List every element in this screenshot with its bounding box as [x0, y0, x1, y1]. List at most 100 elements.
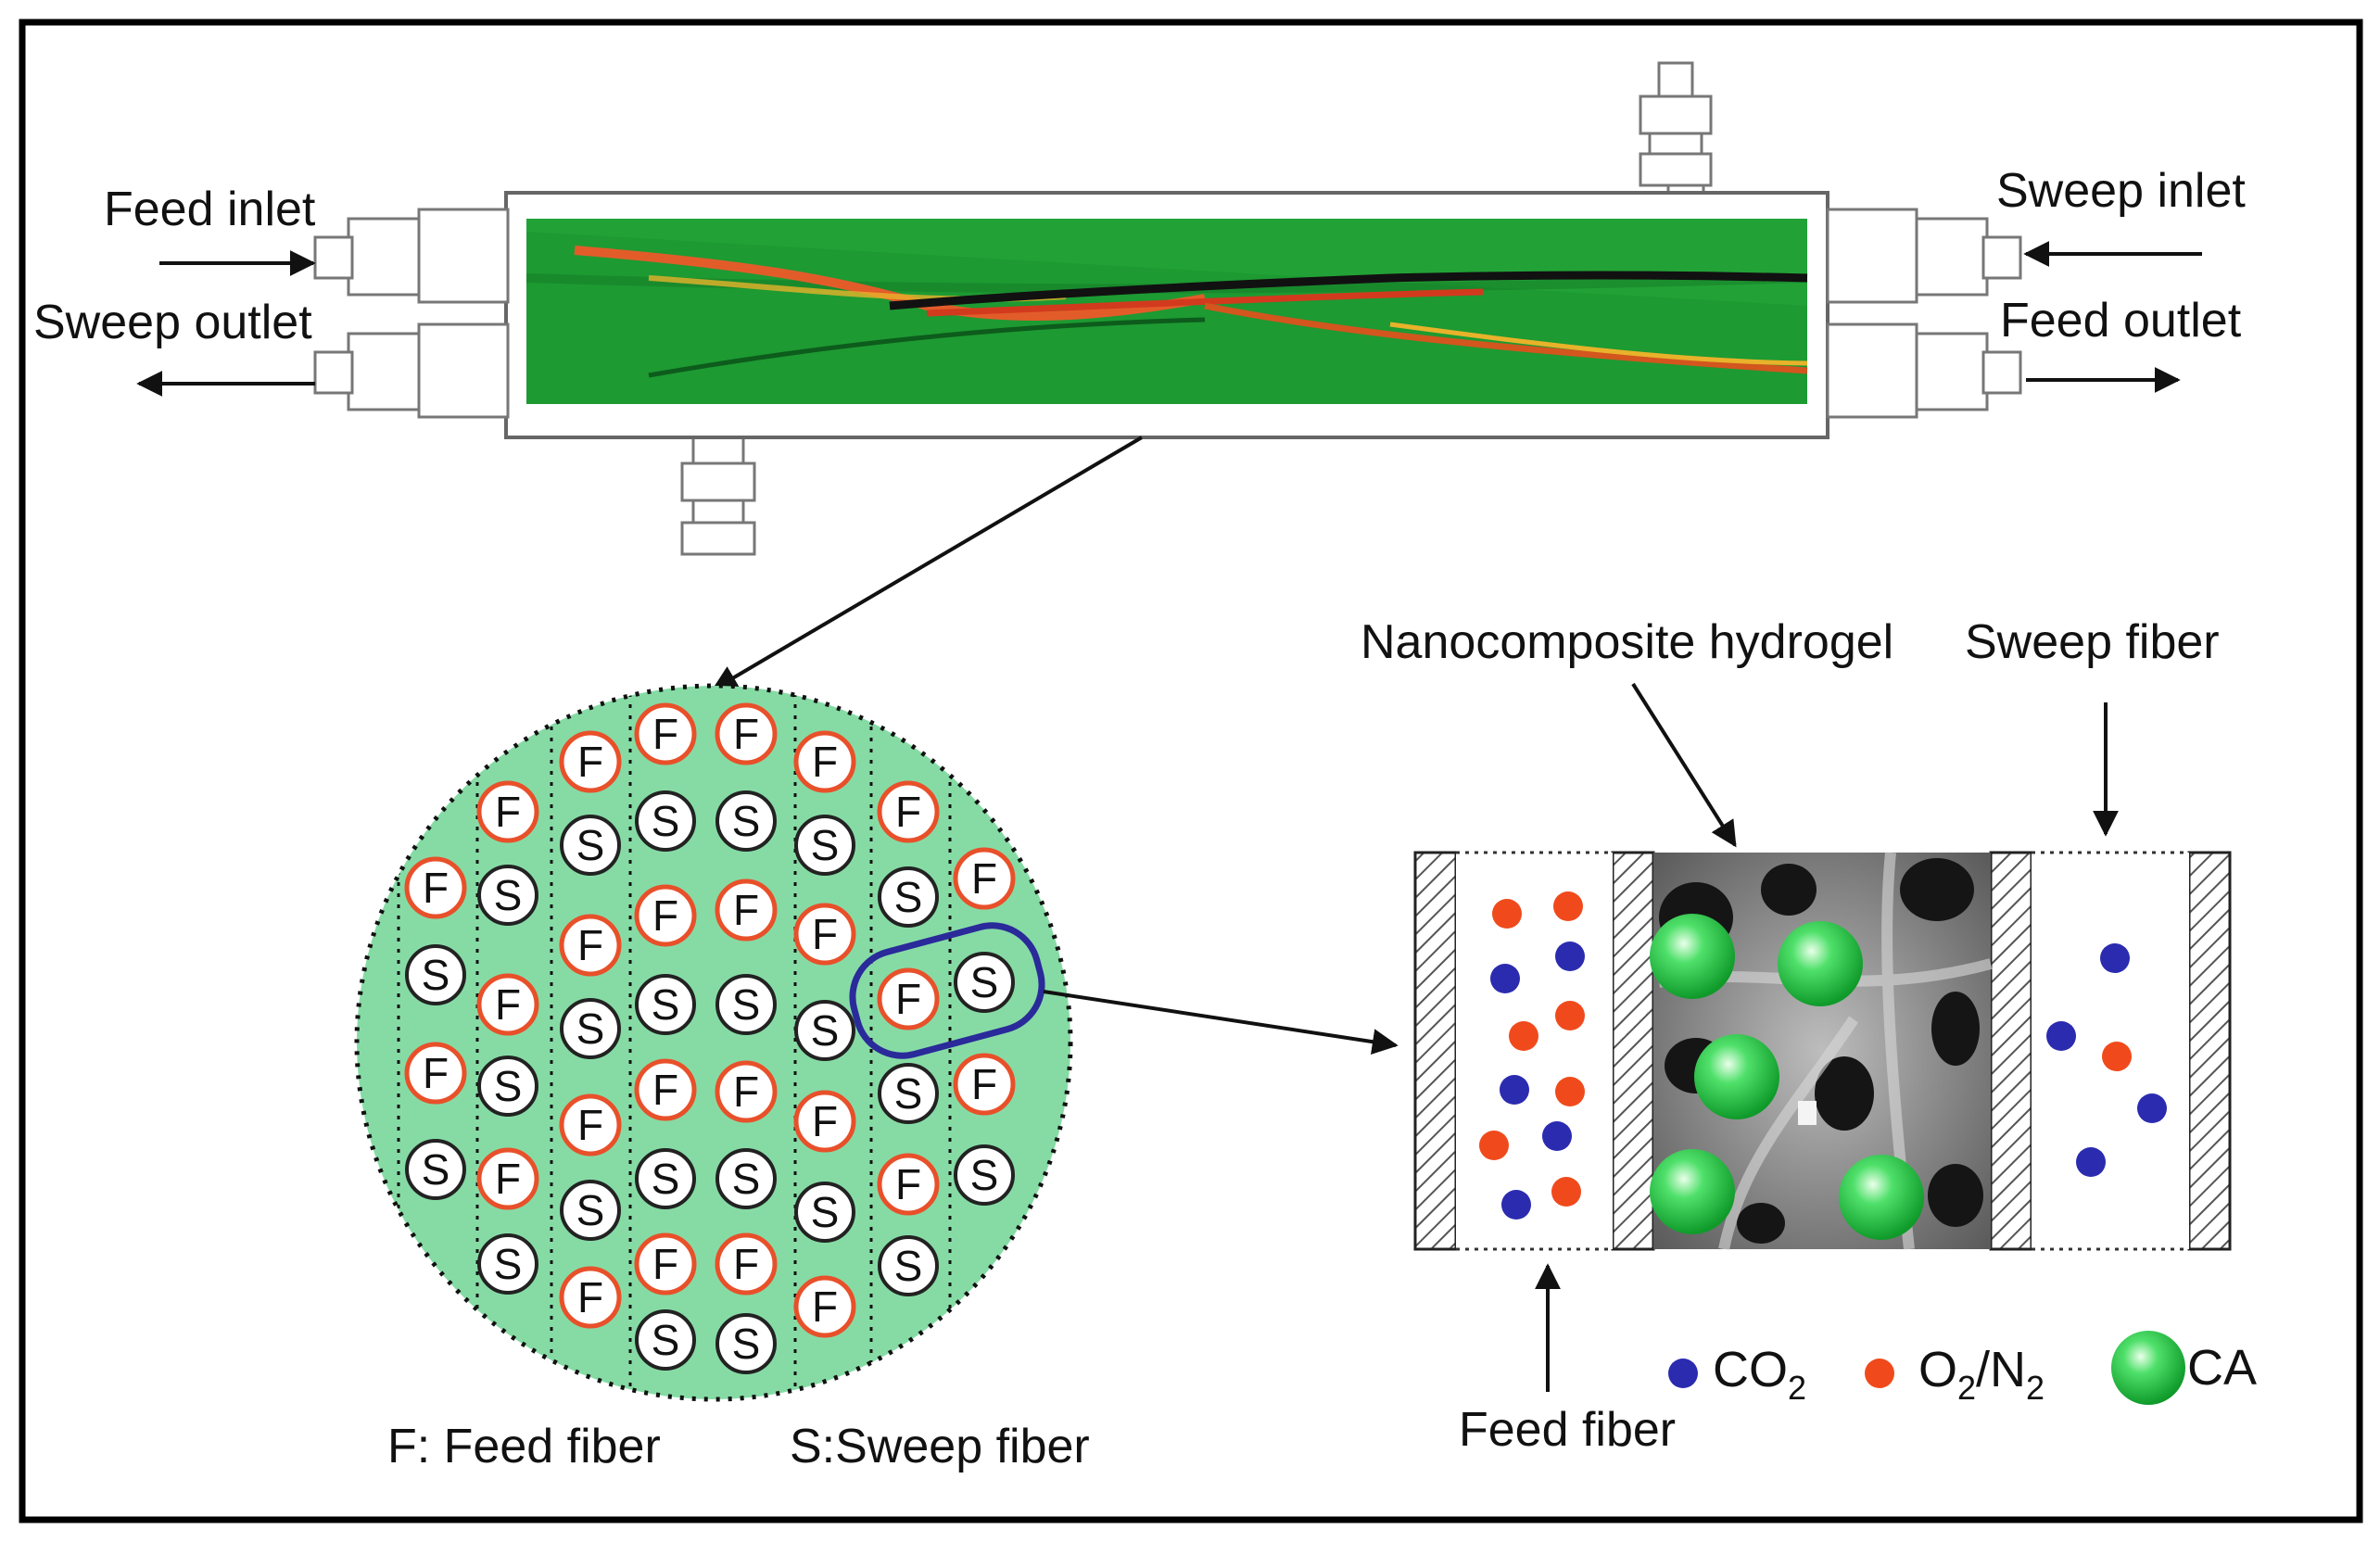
fiber-circle: [560, 998, 621, 1059]
fiber-circle: [954, 952, 1015, 1013]
fiber-circle: [793, 1090, 856, 1153]
fiber-circle: [559, 730, 622, 793]
fiber-letter: F: [812, 1097, 838, 1145]
o2n2-legend-dot: [1865, 1359, 1894, 1388]
o2-legend-text: O: [1918, 1342, 1957, 1397]
sweep-outlet-label: Sweep outlet: [33, 296, 312, 349]
feed-fiber: F: [953, 1053, 1016, 1116]
o2n2-molecule: [1555, 1001, 1585, 1030]
feed-fiber: F: [793, 903, 856, 966]
co2-subscript: 2: [1788, 1369, 1806, 1407]
fiber-letter: F: [812, 1283, 838, 1331]
fiber-circle: [635, 1148, 696, 1209]
fiber-letter: S: [894, 873, 923, 921]
feed-fiber: F: [715, 878, 778, 942]
fiber-circle: [404, 856, 467, 919]
fiber-circle: [878, 1235, 939, 1296]
feed-fiber: F: [404, 1042, 467, 1105]
feed-fiber: F: [476, 973, 539, 1036]
fiber-circle: [878, 866, 939, 928]
co2-molecule: [1500, 1075, 1529, 1105]
svg-text:CO2: CO2: [1713, 1342, 1806, 1407]
fiber-circle: [477, 1233, 538, 1295]
fiber-detail-panel: [1413, 851, 2232, 1251]
fiber-circle: [877, 967, 940, 1030]
svg-text:O2/N2: O2/N2: [1918, 1342, 2045, 1407]
fiber-letter: F: [652, 1066, 678, 1114]
fiber-letter: S: [422, 1145, 450, 1194]
fiber-circle: [559, 1266, 622, 1329]
ca-legend-text: CA: [2187, 1340, 2257, 1396]
fiber-circle: [793, 1275, 856, 1338]
feed-fiber: F: [476, 1147, 539, 1210]
fiber-letter: S: [652, 980, 680, 1029]
gas-molecules: [1479, 891, 2167, 1220]
sweep-inlet-label: Sweep inlet: [1996, 164, 2246, 218]
co2-molecule: [2137, 1093, 2167, 1123]
fiber-letter: F: [971, 1060, 997, 1108]
ca-legend-sphere: [2111, 1331, 2185, 1405]
feed-fiber: F: [877, 967, 940, 1030]
n2-subscript: 2: [2026, 1369, 2045, 1407]
fiber-circle: [877, 780, 940, 843]
sweep-fiber: S: [954, 1144, 1015, 1206]
o2-subscript: 2: [1957, 1369, 1976, 1407]
fiber-letter: F: [495, 788, 521, 836]
feed-fiber-key: F: Feed fiber: [387, 1420, 661, 1473]
feed-fiber: F: [559, 730, 622, 793]
co2-legend-text: CO: [1713, 1342, 1788, 1397]
fiber-circle: [878, 1063, 939, 1124]
fiber-circle: [477, 1055, 538, 1117]
fiber-letter: S: [494, 1062, 523, 1110]
o2n2-molecule: [1479, 1131, 1509, 1160]
fiber-circle: [793, 903, 856, 966]
fiber-letter: F: [495, 1155, 521, 1203]
ca-particle: [1839, 1155, 1924, 1240]
fiber-circle: [715, 878, 778, 942]
co2-molecule: [1490, 964, 1520, 993]
n2-legend-text: /N: [1976, 1342, 2026, 1397]
fiber-circle: [560, 815, 621, 876]
fiber-letter: S: [811, 1188, 840, 1236]
hydrogel-pointer: [1631, 682, 1737, 848]
fiber-letter: S: [732, 980, 761, 1029]
fiber-letter: S: [894, 1069, 923, 1118]
ca-particle: [1650, 914, 1735, 999]
feed-fiber: F: [559, 1093, 622, 1156]
fiber-letter: S: [576, 821, 605, 869]
sweep-fiber: S: [715, 974, 777, 1035]
o2n2-molecule: [1551, 1177, 1581, 1207]
sweep-fiber: S: [560, 998, 621, 1059]
sweep-fiber: S: [635, 1148, 696, 1209]
fiber-circle: [715, 1060, 778, 1123]
sweep-fiber: S: [715, 1148, 777, 1209]
fiber-letter: S: [422, 951, 450, 999]
fiber-circle: [715, 1232, 778, 1296]
fiber-letter: S: [894, 1242, 923, 1290]
fiber-circle: [635, 974, 696, 1035]
sweep-fiber-detail-label: Sweep fiber: [1965, 615, 2220, 669]
fiber-circle: [715, 702, 778, 765]
feed-fiber: F: [559, 1266, 622, 1329]
fiber-circle: [794, 1000, 855, 1061]
fiber-circle: [559, 1093, 622, 1156]
co2-molecule: [1501, 1190, 1531, 1220]
fiber-circle: [877, 1153, 940, 1216]
sweep-fiber: S: [560, 815, 621, 876]
fiber-circle: [954, 1144, 1015, 1206]
ca-particle: [1778, 921, 1863, 1006]
fiber-circle: [715, 974, 777, 1035]
fiber-letter: F: [895, 788, 921, 836]
fiber-circle: [953, 847, 1016, 910]
fiber-letter: S: [494, 871, 523, 919]
fiber-letter: F: [423, 864, 449, 912]
fiber-circle: [635, 1309, 696, 1371]
fiber-letter: S: [732, 1320, 761, 1368]
bottom-port: [680, 434, 756, 556]
feed-fiber: F: [793, 730, 856, 793]
sweep-fiber: S: [560, 1180, 621, 1241]
sweep-fiber: S: [715, 1313, 777, 1374]
zoom-arrow-module: [711, 436, 1144, 691]
fiber-circle: [404, 1042, 467, 1105]
